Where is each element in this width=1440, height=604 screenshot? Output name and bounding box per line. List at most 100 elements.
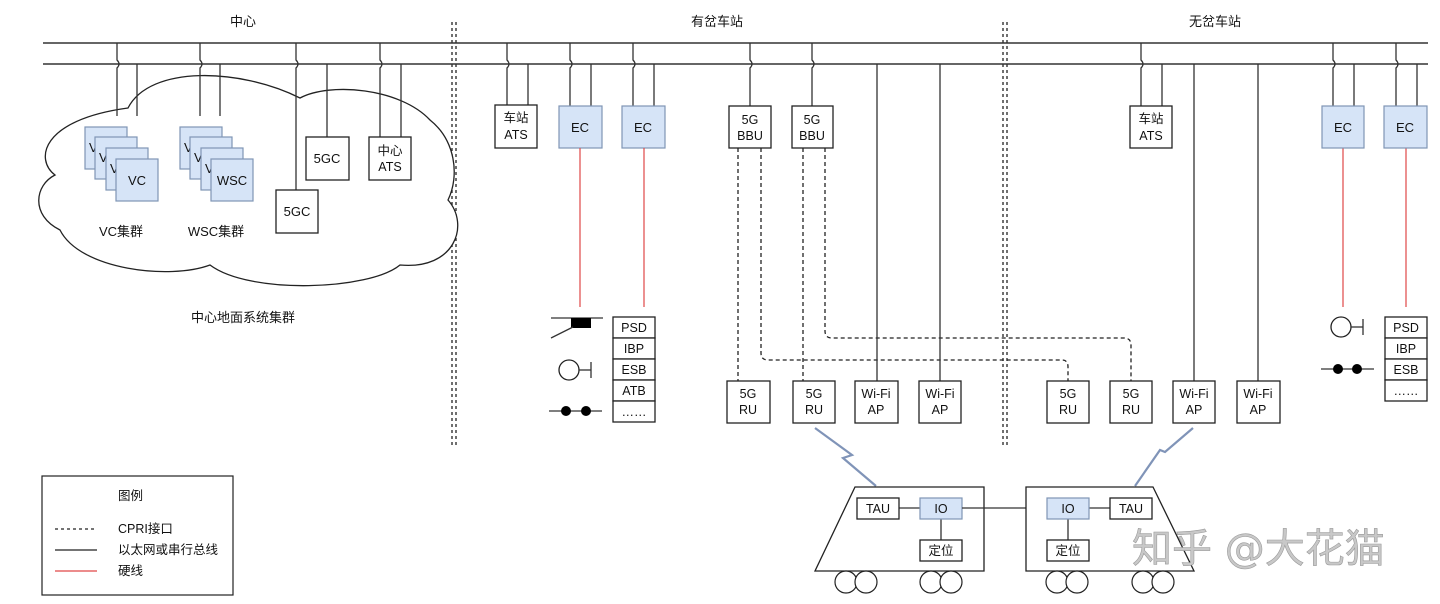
nonbranch-ap-box-1: Wi-Fi AP	[1172, 380, 1216, 424]
svg-text:V: V	[110, 161, 119, 176]
svg-text:EC: EC	[571, 120, 589, 135]
svg-text:5GC: 5GC	[314, 151, 341, 166]
branch-trackside-list: PSDIBPESBATB……	[612, 316, 656, 423]
svg-text:V: V	[89, 140, 98, 155]
svg-text:车站: 车站	[1138, 111, 1163, 126]
divider-branch-nonbranch	[1002, 22, 1008, 445]
nonbranch-ru-box-1: 5G RU	[1046, 380, 1090, 424]
trackside-item-label: ATB	[622, 384, 645, 398]
vc-label: VC	[128, 173, 146, 188]
bus-drop-primary	[506, 43, 510, 105]
svg-text:5G: 5G	[806, 387, 823, 401]
svg-text:ATS: ATS	[504, 128, 527, 142]
trackside-item-label: PSD	[1393, 321, 1419, 335]
bus-drop-primary	[632, 43, 636, 106]
contact-symbol	[549, 406, 602, 416]
car1-positioning-box	[919, 539, 963, 562]
svg-text:ATS: ATS	[378, 160, 401, 174]
svg-text:Wi-Fi: Wi-Fi	[925, 387, 954, 401]
svg-text:TAU: TAU	[1119, 502, 1143, 516]
svg-text:5G: 5G	[742, 113, 759, 127]
button-symbol-nonbranch	[1330, 316, 1364, 338]
vc-stack: V V V VC	[84, 126, 159, 202]
car2-tau-box	[1109, 497, 1153, 520]
svg-text:5G: 5G	[1123, 387, 1140, 401]
svg-text:V: V	[184, 140, 193, 155]
svg-text:V: V	[194, 150, 203, 165]
svg-text:EC: EC	[634, 120, 652, 135]
branch-ru-box-2: 5G RU	[792, 380, 836, 424]
svg-text:5G: 5G	[740, 387, 757, 401]
section-title-nonbranch-station: 无岔车站	[1189, 14, 1241, 29]
radio-link-icon-1	[814, 427, 877, 487]
bus-drop-primary	[1332, 43, 1336, 106]
car1-tau-box	[856, 497, 900, 520]
bus-drop-primary	[199, 43, 203, 116]
vc-cluster-label: VC集群	[99, 224, 143, 239]
switch-symbol	[550, 317, 603, 339]
svg-text:RU: RU	[739, 403, 757, 417]
svg-text:AP: AP	[1186, 403, 1203, 417]
legend: 图例 CPRI接口 以太网或串行总线 硬线	[41, 475, 234, 596]
svg-text:AP: AP	[1250, 403, 1267, 417]
wsc-stack: V V V WSC	[179, 126, 254, 202]
branch-ec-box-1: EC	[558, 105, 603, 149]
branch-ru-box-1: 5G RU	[726, 380, 771, 424]
bus-drop-primary	[569, 43, 573, 106]
bus-drop-primary	[749, 43, 753, 106]
radio-link-icon-2	[1134, 427, 1194, 487]
svg-text:5GC: 5GC	[284, 204, 311, 219]
trackside-item-label: IBP	[624, 342, 644, 356]
nonbranch-ru-box-2: 5G RU	[1109, 380, 1153, 424]
bus-drops	[116, 43, 1418, 190]
svg-text:5G: 5G	[1060, 387, 1077, 401]
wsc-label: WSC	[217, 173, 247, 188]
trackside-item-label: ……	[1394, 384, 1419, 398]
trackside-item-cell	[1384, 379, 1428, 402]
trackside-item-label: ESB	[621, 363, 646, 377]
wsc-cluster-label: WSC集群	[188, 224, 244, 239]
svg-text:车站: 车站	[503, 110, 528, 125]
trackside-item-cell	[612, 400, 656, 423]
trackside-item-label: ESB	[1393, 363, 1418, 377]
svg-text:TAU: TAU	[866, 502, 890, 516]
svg-text:ATS: ATS	[1139, 129, 1162, 143]
wsc-node	[210, 158, 254, 202]
legend-item-cpri: CPRI接口	[118, 521, 173, 536]
bus-drop-primary	[379, 43, 383, 137]
svg-text:V: V	[205, 161, 214, 176]
svg-text:Wi-Fi: Wi-Fi	[861, 387, 890, 401]
trackside-item-label: PSD	[621, 321, 647, 335]
nonbranch-ec-box-2: EC	[1383, 105, 1428, 149]
bus-drop-primary	[1140, 43, 1144, 106]
cloud-label: 中心地面系统集群	[191, 310, 295, 325]
branch-bbu-box-2: 5G BBU	[791, 105, 834, 149]
nonbranch-ec-box-1: EC	[1321, 105, 1365, 149]
svg-text:AP: AP	[868, 403, 885, 417]
contact-symbol-nonbranch	[1321, 364, 1374, 374]
svg-text:BBU: BBU	[799, 129, 825, 143]
bus-drop-primary	[295, 43, 299, 190]
nonbranch-ap-box-2: Wi-Fi AP	[1236, 380, 1281, 424]
svg-text:RU: RU	[805, 403, 823, 417]
svg-text:定位: 定位	[1055, 543, 1080, 558]
svg-text:V: V	[99, 150, 108, 165]
svg-text:EC: EC	[1334, 120, 1352, 135]
bus-drop-primary	[1395, 43, 1399, 106]
svg-text:中心: 中心	[377, 143, 403, 158]
svg-text:BBU: BBU	[737, 129, 763, 143]
bus-drop-primary	[116, 43, 120, 116]
branch-ec-box-2: EC	[621, 105, 666, 149]
vc-node	[115, 158, 159, 202]
legend-item-hardwire: 硬线	[118, 564, 144, 578]
fivegc-box-a: 5GC	[305, 136, 350, 181]
section-title-center: 中心	[230, 14, 256, 29]
svg-text:IO: IO	[934, 502, 947, 516]
train-car-1: TAU IO 定位	[813, 486, 985, 594]
train-car-2: IO TAU 定位	[1025, 486, 1196, 594]
center-ats-box: 中心 ATS	[368, 136, 412, 181]
watermark: 知乎 @大花猫	[1132, 526, 1385, 572]
svg-text:EC: EC	[1396, 120, 1414, 135]
branch-ap-box-1: Wi-Fi AP	[854, 380, 899, 424]
car2-positioning-box	[1046, 539, 1090, 562]
